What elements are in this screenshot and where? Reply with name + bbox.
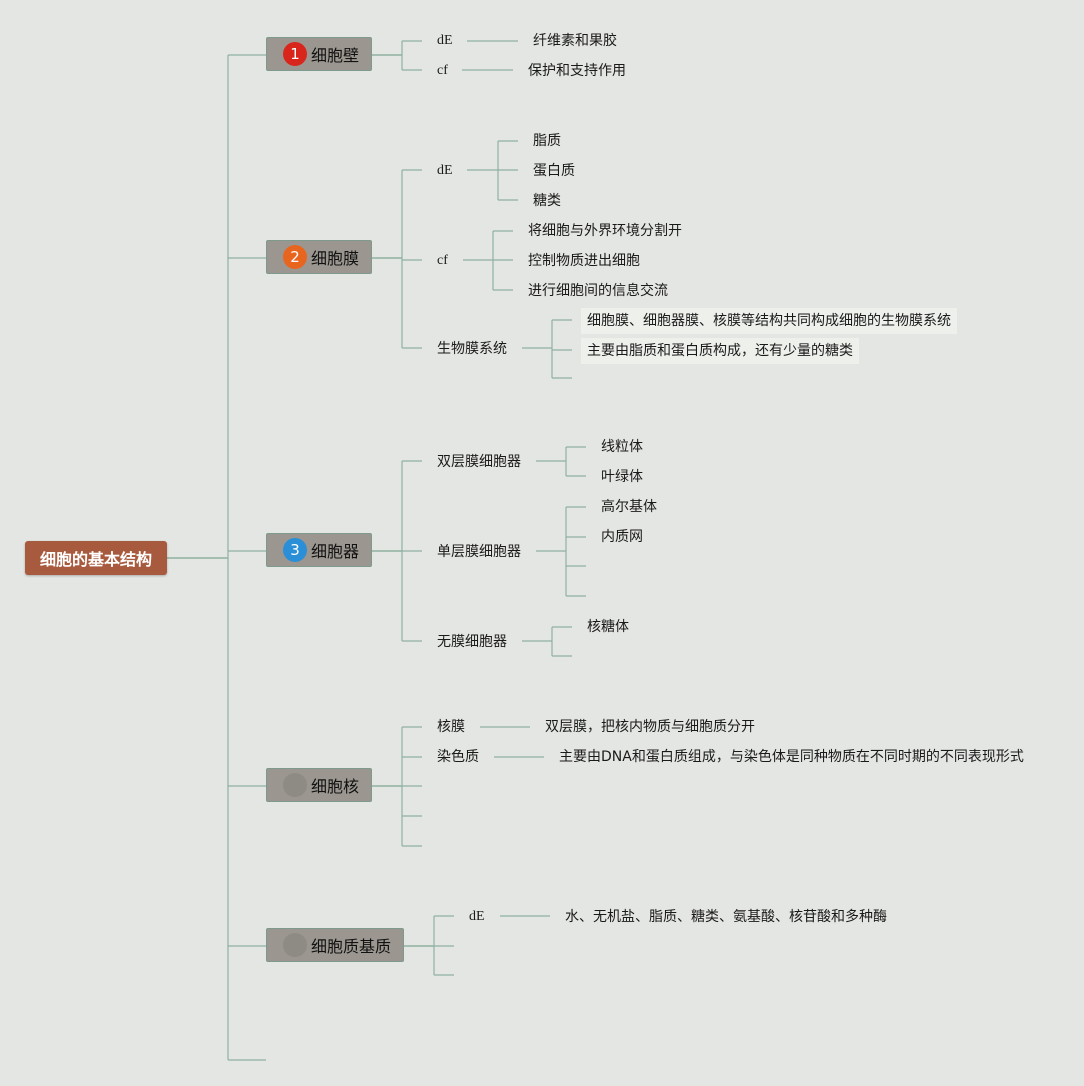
branch-nucleus[interactable]: 细胞核 bbox=[266, 768, 372, 802]
leaf-text[interactable]: 主要由脂质和蛋白质构成，还有少量的糖类 bbox=[581, 338, 859, 364]
node-non-membrane[interactable]: 无膜细胞器 bbox=[437, 634, 507, 650]
node-function[interactable]: cf bbox=[437, 253, 448, 268]
leaf-text[interactable]: 叶绿体 bbox=[601, 469, 643, 485]
branch-label: 细胞质基质 bbox=[311, 937, 392, 956]
leaf-text[interactable]: 蛋白质 bbox=[533, 163, 575, 179]
leaf-text[interactable]: 纤维素和果胶 bbox=[533, 33, 617, 49]
leaf-text[interactable]: 线粒体 bbox=[601, 439, 643, 455]
branch-label: 细胞器 bbox=[311, 542, 360, 561]
leaf-text[interactable]: 将细胞与外界环境分割开 bbox=[528, 223, 682, 239]
branch-cytoplasm-matrix[interactable]: 细胞质基质 bbox=[266, 928, 404, 962]
leaf-text[interactable]: 控制物质进出细胞 bbox=[528, 253, 640, 269]
branch-label: 细胞壁 bbox=[311, 46, 360, 65]
branch-label: 细胞核 bbox=[311, 777, 360, 796]
node-double-membrane[interactable]: 双层膜细胞器 bbox=[437, 454, 521, 470]
node-biomembrane-system[interactable]: 生物膜系统 bbox=[437, 341, 507, 357]
blank-badge-icon bbox=[283, 773, 307, 797]
number-1-badge-icon: 1 bbox=[283, 42, 307, 66]
leaf-text[interactable]: 双层膜，把核内物质与细胞质分开 bbox=[545, 719, 755, 735]
node-chromatin[interactable]: 染色质 bbox=[437, 749, 479, 765]
leaf-text[interactable]: 水、无机盐、脂质、糖类、氨基酸、核苷酸和多种酶 bbox=[565, 909, 887, 925]
node-function[interactable]: cf bbox=[437, 63, 448, 78]
number-3-badge-icon: 3 bbox=[283, 538, 307, 562]
branch-cell-membrane[interactable]: 2 细胞膜 bbox=[266, 240, 372, 274]
leaf-text[interactable]: 高尔基体 bbox=[601, 499, 657, 515]
leaf-text[interactable]: 内质网 bbox=[601, 529, 643, 545]
branch-label: 细胞膜 bbox=[311, 249, 360, 268]
node-composition[interactable]: dE bbox=[437, 33, 453, 48]
node-single-membrane[interactable]: 单层膜细胞器 bbox=[437, 544, 521, 560]
leaf-text[interactable]: 脂质 bbox=[533, 133, 561, 149]
branch-organelles[interactable]: 3 细胞器 bbox=[266, 533, 372, 567]
branch-cell-wall[interactable]: 1 细胞壁 bbox=[266, 37, 372, 71]
blank-badge-icon bbox=[283, 933, 307, 957]
leaf-text[interactable]: 细胞膜、细胞器膜、核膜等结构共同构成细胞的生物膜系统 bbox=[581, 308, 957, 334]
leaf-text[interactable]: 糖类 bbox=[533, 193, 561, 209]
leaf-text[interactable]: 进行细胞间的信息交流 bbox=[528, 283, 668, 299]
node-nuclear-envelope[interactable]: 核膜 bbox=[437, 719, 465, 735]
leaf-text[interactable]: 核糖体 bbox=[587, 619, 629, 635]
node-composition[interactable]: dE bbox=[437, 163, 453, 178]
leaf-text[interactable]: 保护和支持作用 bbox=[528, 63, 626, 79]
node-composition[interactable]: dE bbox=[469, 909, 485, 924]
leaf-text[interactable]: 主要由DNA和蛋白质组成，与染色体是同种物质在不同时期的不同表现形式 bbox=[559, 749, 1024, 765]
number-2-badge-icon: 2 bbox=[283, 245, 307, 269]
root-node[interactable]: 细胞的基本结构 bbox=[25, 541, 167, 575]
